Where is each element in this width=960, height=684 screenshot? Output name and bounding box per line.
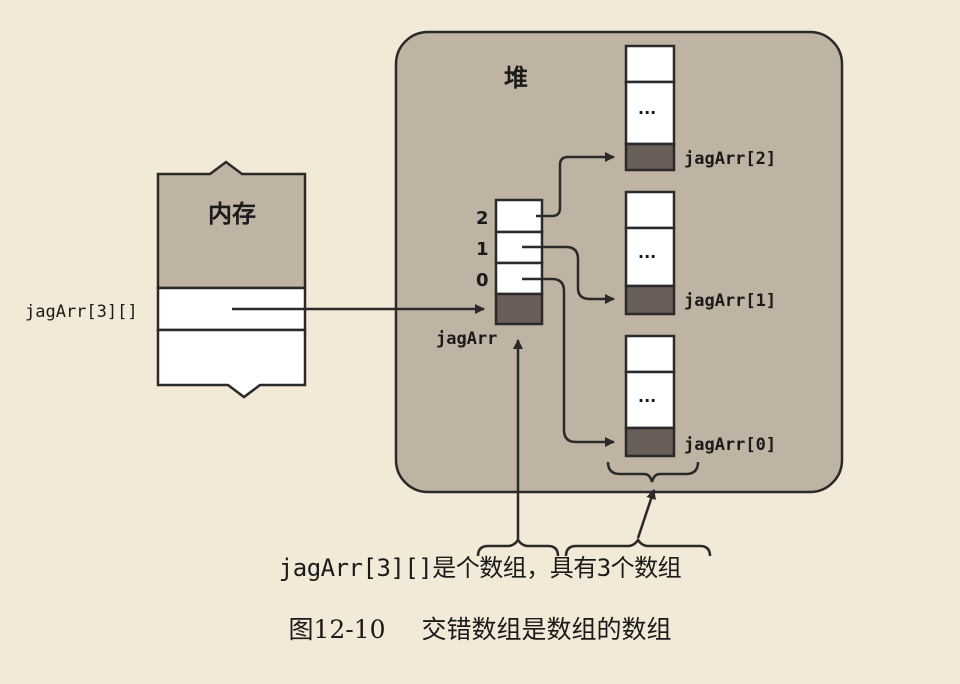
arrow-cell2-to-inner2 xyxy=(536,152,615,218)
outer-array xyxy=(494,198,544,326)
heap-label: 堆 xyxy=(504,64,528,92)
inner-array-1 xyxy=(624,190,676,316)
outer-cell-2 xyxy=(494,198,544,234)
outer-array-label: jagArr xyxy=(436,329,497,349)
figure-title: 交错数组是数组的数组 xyxy=(421,615,672,644)
arrow-cell0-to-inner0 xyxy=(522,277,615,447)
inner-arrays-brace xyxy=(606,461,700,483)
memory-block xyxy=(156,160,307,399)
annotation-brace-left xyxy=(476,537,560,557)
inner-array-0-ellipsis: ... xyxy=(638,387,656,406)
figure-caption: 图12-10 交错数组是数组的数组 xyxy=(0,610,960,646)
heap-region xyxy=(394,30,844,494)
inner-array-1-label: jagArr[1] xyxy=(684,291,776,311)
annotation-to-inner-arrays-arrow xyxy=(636,489,656,539)
annotation-caption: jagArr[3][]是个数组，具有3个数组 xyxy=(278,554,682,582)
outer-index-1: 1 xyxy=(476,239,489,260)
inner-array-0 xyxy=(624,334,676,458)
inner-array-1-ellipsis: ... xyxy=(638,243,656,262)
outer-index-2: 2 xyxy=(476,208,489,229)
inner-array-2 xyxy=(624,44,676,172)
memory-label: 内存 xyxy=(208,200,256,228)
inner-array-2-label: jagArr[2] xyxy=(684,149,776,169)
variable-label: jagArr[3][] xyxy=(25,302,138,322)
figure-number: 图12-10 xyxy=(288,615,386,644)
outer-cell-header xyxy=(494,292,544,326)
arrow-cell1-to-inner1 xyxy=(522,245,615,304)
annotation-brace-right xyxy=(564,537,712,557)
outer-index-0: 0 xyxy=(476,270,489,291)
inner-array-0-label: jagArr[0] xyxy=(684,435,776,455)
inner-array-2-ellipsis: ... xyxy=(638,99,656,118)
